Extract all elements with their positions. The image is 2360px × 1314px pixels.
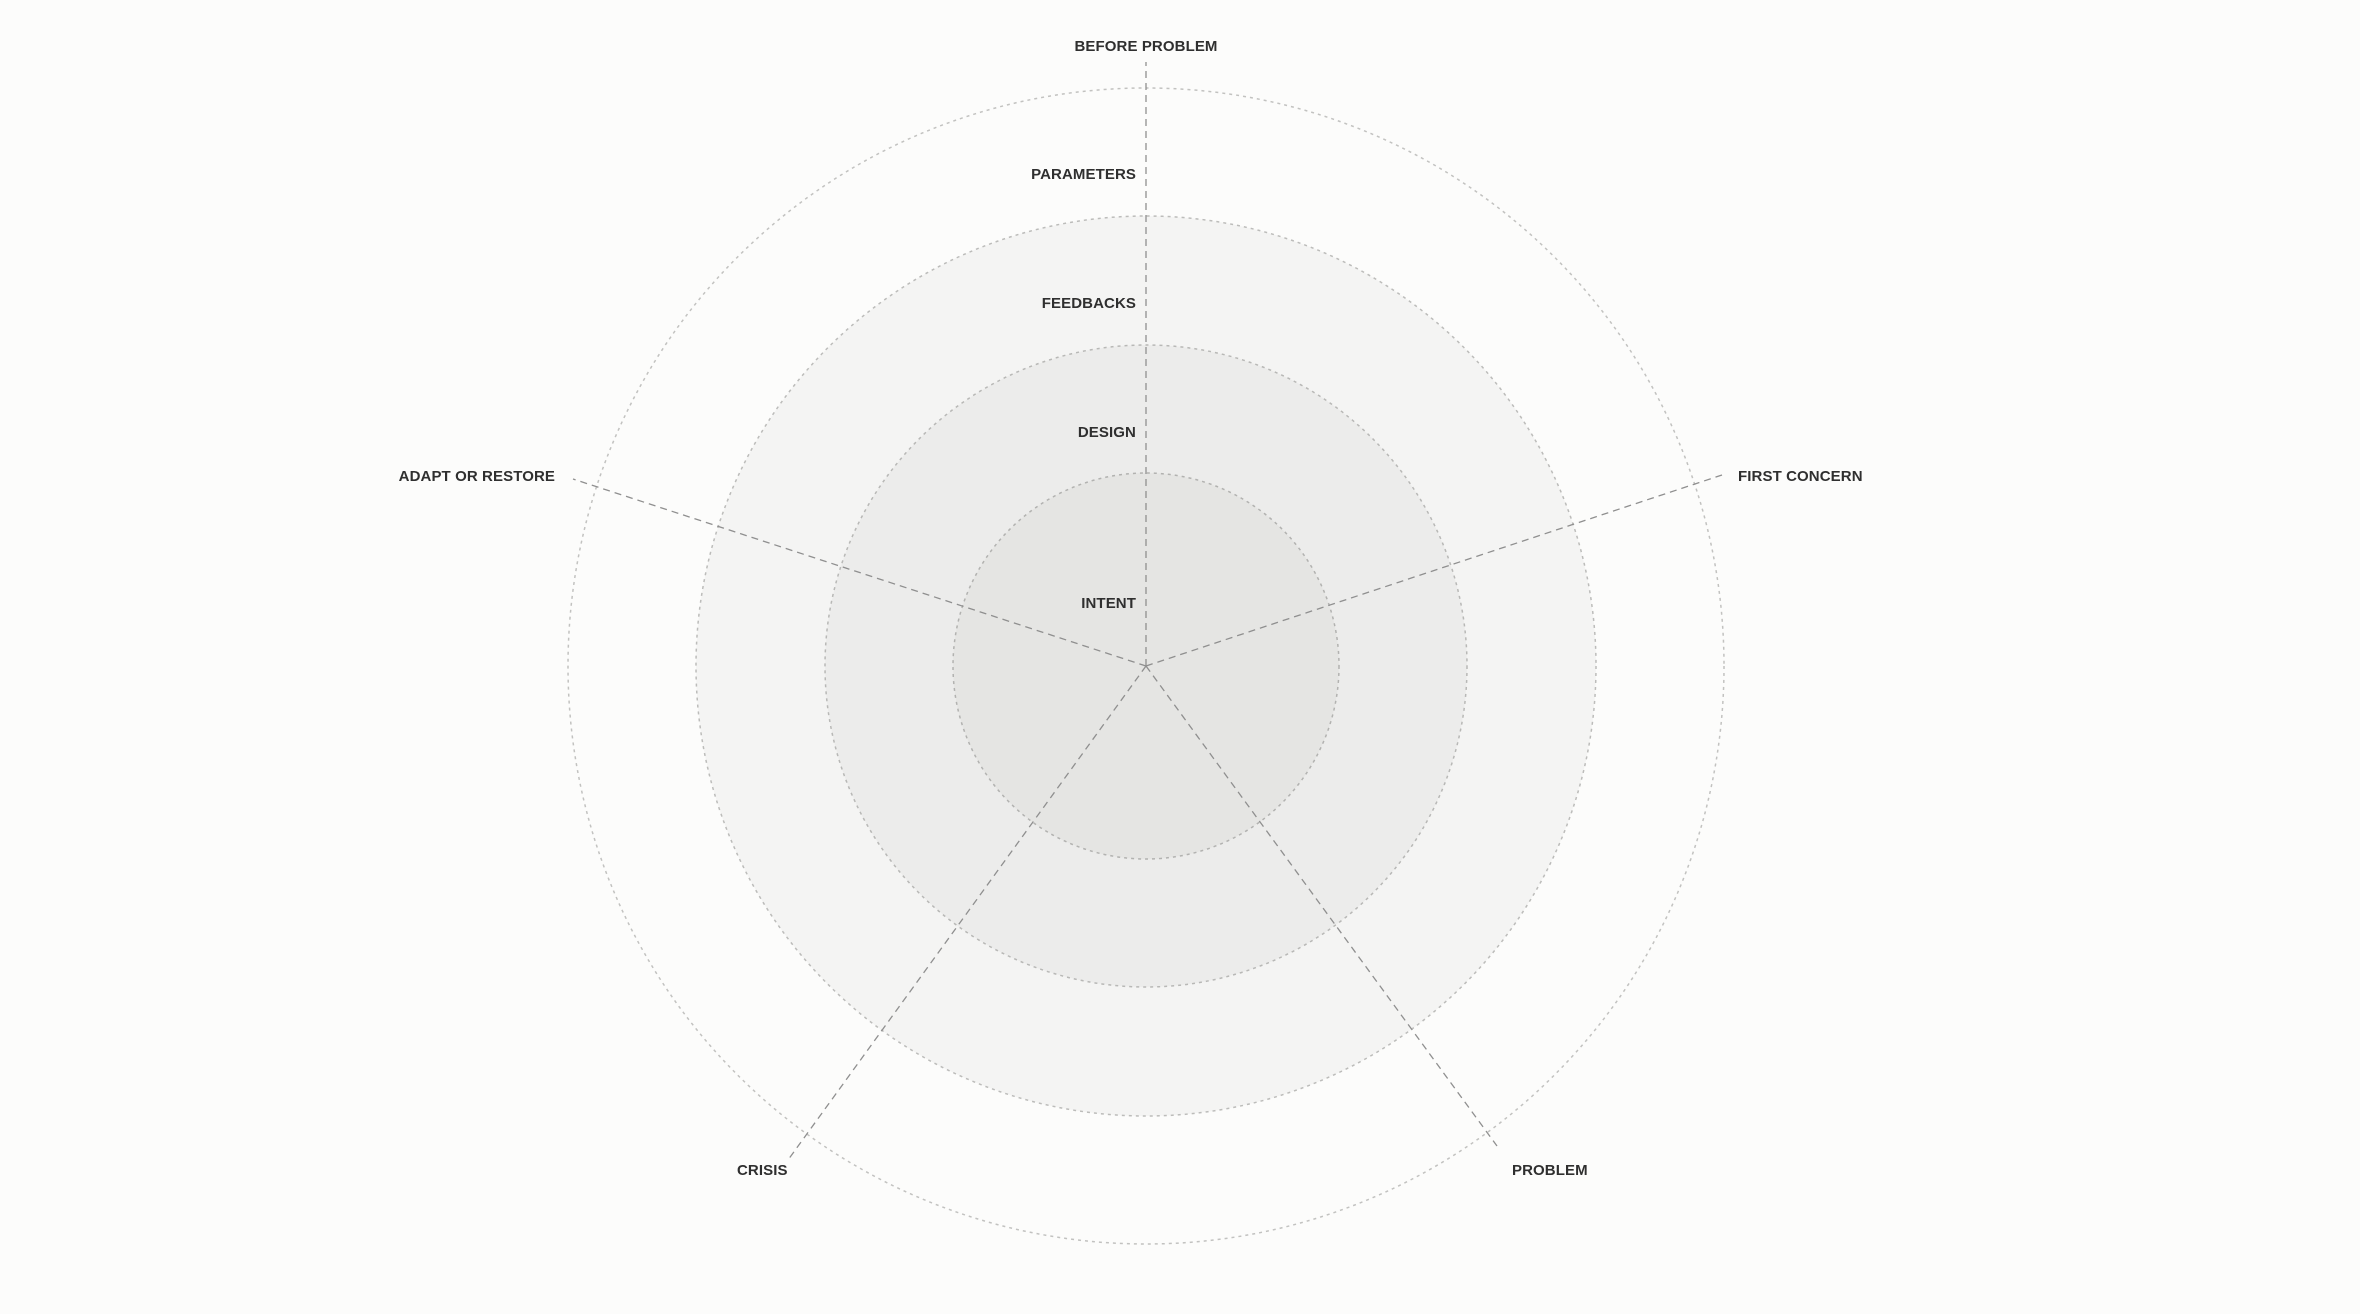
ring-labels: INTENT DESIGN FEEDBACKS PARAMETERS (1031, 166, 1136, 612)
stage-label-problem: PROBLEM (1512, 1162, 1588, 1179)
spokes-group (572, 62, 1723, 1161)
spoke-adapt-or-restore (572, 478, 1147, 667)
ring-label-intent: INTENT (1081, 595, 1136, 612)
ring-label-parameters: PARAMETERS (1031, 166, 1136, 183)
ring-label-feedbacks: FEEDBACKS (1042, 295, 1136, 312)
ring-label-design: DESIGN (1078, 424, 1136, 441)
spoke-first-concern (1145, 474, 1723, 667)
spoke-problem (1145, 665, 1498, 1147)
stage-label-before-problem: BEFORE PROBLEM (1074, 38, 1217, 55)
stage-label-adapt-or-restore: ADAPT OR RESTORE (399, 468, 555, 485)
stage-labels: BEFORE PROBLEM FIRST CONCERN PROBLEM CRI… (399, 38, 1863, 1179)
stage-label-crisis: CRISIS (737, 1162, 788, 1179)
stage-label-first-concern: FIRST CONCERN (1738, 468, 1863, 485)
spoke-crisis (787, 665, 1147, 1161)
